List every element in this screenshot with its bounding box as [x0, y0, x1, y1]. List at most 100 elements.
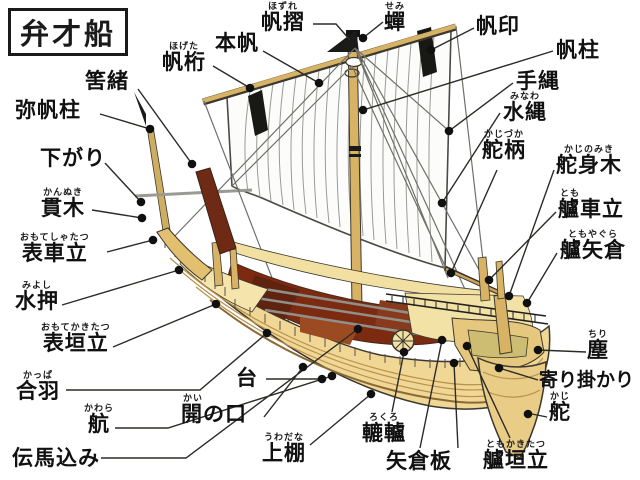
bow-pennant	[134, 92, 146, 126]
label-tomokakitatsu: ともかきたつ艫垣立	[483, 439, 549, 472]
label-text: 舵	[549, 401, 571, 424]
label-text: 伝馬込み	[12, 447, 100, 470]
furigana: せみ	[384, 1, 405, 11]
rudder	[443, 265, 547, 459]
label-text: 弥帆柱	[15, 99, 81, 122]
label-text: 帆桁	[162, 51, 206, 74]
label-text: 合羽	[16, 380, 60, 403]
furigana: ともやぐら	[567, 229, 618, 239]
label-text: 舵身木	[556, 154, 622, 177]
label-text: 蟬	[384, 11, 406, 34]
label-hojirushi: 帆印	[476, 16, 520, 37]
furigana: かわら	[84, 403, 115, 413]
deck-posts	[211, 241, 506, 302]
chafe-patch	[327, 30, 359, 52]
label-omoteshatatsu: おもてしゃたつ表車立	[20, 232, 90, 265]
label-dai: 台	[236, 368, 258, 389]
label-minawa: みなわ水縄	[503, 91, 547, 124]
label-kawara: かわら航	[84, 403, 115, 436]
label-yorikakari: 寄り掛かり	[539, 371, 634, 390]
furigana: かじ	[549, 391, 570, 401]
stem-cap	[156, 227, 213, 281]
sail-battens	[244, 35, 435, 263]
label-text: 水押	[15, 290, 59, 313]
label-text: 帆摺	[261, 11, 305, 34]
furigana: とも	[560, 188, 581, 198]
windlass	[391, 329, 415, 353]
furigana: おもてしゃたつ	[20, 232, 90, 242]
label-uwadana: うわだな上棚	[262, 432, 306, 465]
yard-spar	[202, 23, 457, 106]
furigana: うわだな	[263, 432, 304, 442]
furigana: みなわ	[509, 91, 540, 101]
stern-side-panel	[451, 317, 545, 372]
furigana: ろくろ	[368, 412, 399, 422]
label-kajizuka: かじづか舵柄	[482, 130, 526, 162]
furigana: ともかきたつ	[485, 439, 546, 449]
label-dots	[136, 33, 543, 419]
label-text: 下がり	[40, 147, 106, 170]
stern-railing	[385, 293, 549, 325]
label-yaguraita: 矢倉板	[386, 451, 452, 472]
rudder-blade	[477, 356, 547, 459]
label-denmagomi: 伝馬込み	[12, 448, 100, 469]
sail-emblem-marks	[248, 27, 437, 136]
label-text: 舵柄	[482, 139, 526, 162]
furigana: ちり	[587, 329, 608, 339]
label-text: 轆轤	[362, 422, 406, 445]
label-kannuki: かんぬき貫木	[41, 187, 85, 220]
furigana: かい	[183, 393, 204, 403]
rigging-lines	[170, 25, 488, 331]
furigana: かんぬき	[43, 187, 83, 197]
label-text: 水縄	[503, 101, 547, 124]
furigana: みよし	[21, 280, 52, 290]
label-rokuro: ろくろ轆轤	[362, 412, 406, 445]
furigana: おもてかきたつ	[41, 322, 111, 332]
bow-board	[195, 167, 237, 255]
label-hazuo: 筈緒	[85, 71, 129, 92]
label-hogeta: ほげた帆桁	[162, 41, 206, 74]
label-tomoshatatsu: とも艫車立	[558, 188, 624, 221]
diagram-title: 弁才船	[8, 8, 128, 56]
label-text: 艫垣立	[483, 449, 549, 472]
label-text: 矢倉板	[386, 450, 452, 473]
label-hobashira: 帆柱	[556, 40, 600, 61]
leader-lines	[61, 21, 587, 459]
label-text: 上棚	[262, 442, 306, 465]
bow-spar	[134, 188, 253, 198]
label-sagari: 下がり	[40, 148, 106, 169]
label-kajinomiki: かじのみき舵身木	[556, 144, 622, 177]
label-text: 帆印	[476, 15, 520, 38]
label-text: 寄り掛かり	[539, 370, 635, 391]
label-text: 表垣立	[42, 332, 109, 355]
furigana: ほげた	[168, 41, 199, 51]
label-yahobashira: 弥帆柱	[15, 100, 81, 121]
label-text: 本帆	[215, 32, 259, 55]
label-text: 艫車立	[558, 198, 624, 221]
label-text: 開の口	[181, 403, 247, 426]
label-text: 塵	[587, 339, 609, 362]
label-omotekakitatsu: おもてかきたつ表垣立	[41, 322, 111, 355]
label-honpan: 本帆	[215, 33, 259, 54]
label-text: 筈緒	[85, 70, 129, 93]
label-text: 航	[88, 413, 110, 436]
label-chiri: ちり塵	[587, 329, 609, 362]
label-semi: せみ蟬	[384, 1, 406, 34]
label-miyoshi: みよし水押	[15, 280, 59, 313]
label-hozure: ほずれ帆摺	[261, 2, 305, 34]
label-text: 台	[236, 367, 258, 390]
label-text: 表車立	[21, 242, 88, 265]
label-tomoyagura: ともやぐら艫矢倉	[560, 229, 626, 262]
label-kainokuchi: かい開の口	[181, 393, 247, 426]
furigana: かじのみき	[563, 144, 614, 154]
label-kaji: かじ舵	[549, 391, 571, 424]
furigana: かっぱ	[22, 370, 53, 380]
label-text: 貫木	[41, 197, 85, 220]
label-kappa: かっぱ合羽	[16, 370, 60, 403]
label-text: 艫矢倉	[560, 239, 626, 262]
label-text: 手縄	[516, 70, 560, 93]
label-tenawa: 手縄	[516, 71, 560, 92]
label-text: 帆柱	[556, 39, 600, 62]
